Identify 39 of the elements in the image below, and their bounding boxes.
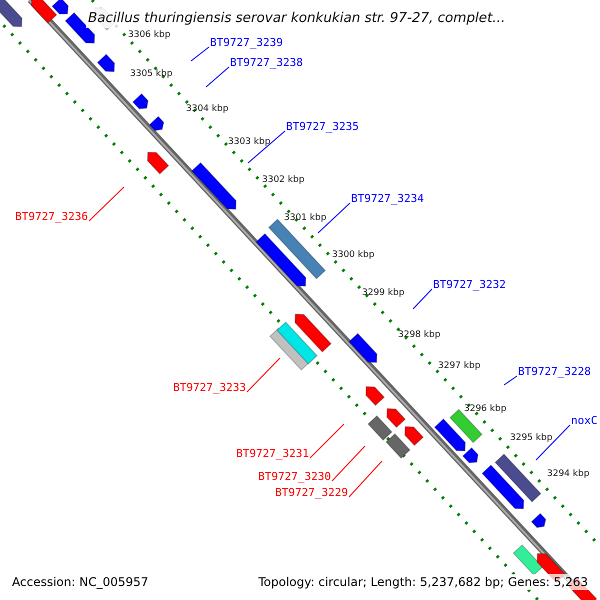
gene-label: BT9727_3236 — [15, 210, 88, 224]
gene-label: BT9727_3235 — [286, 120, 359, 134]
gene-label: noxC — [571, 414, 598, 428]
accession-text: Accession: NC_005957 — [10, 574, 150, 590]
scale-label: 3302 kbp — [262, 174, 304, 186]
leader-line — [88, 186, 124, 222]
scale-label: 3294 kbp — [547, 468, 590, 480]
leader-line — [504, 376, 518, 386]
leader-line — [310, 424, 344, 458]
leader-line — [412, 288, 432, 310]
genome-info-text: Topology: circular; Length: 5,237,682 bp; Genes: 5,263 — [256, 574, 590, 590]
gene-label: BT9727_3238 — [230, 56, 303, 70]
gene-label: BT9727_3232 — [433, 278, 506, 292]
gene-label: BT9727_3229 — [275, 486, 348, 500]
scale-label: 3297 kbp — [438, 360, 480, 372]
leader-line — [246, 358, 280, 392]
gene-label: BT9727_3233 — [173, 381, 246, 395]
gene-label: BT9727_3234 — [351, 192, 424, 206]
leader-line — [206, 66, 230, 88]
leader-line — [190, 46, 210, 62]
leader-line — [536, 424, 570, 460]
leader-line — [348, 460, 382, 498]
scale-label: 3301 kbp — [284, 212, 326, 224]
scale-label: 3295 kbp — [510, 432, 552, 444]
scale-label: 3306 kbp — [128, 29, 170, 41]
leader-line — [318, 202, 350, 234]
gene-label: BT9727_3228 — [518, 365, 591, 379]
gene-label: BT9727_3230 — [258, 470, 331, 484]
scale-label: 3303 kbp — [228, 136, 270, 148]
leader-line — [332, 446, 366, 482]
leader-line — [248, 130, 286, 164]
scale-label: 3299 kbp — [362, 287, 404, 299]
scale-label: 3296 kbp — [464, 403, 506, 415]
scale-label: 3298 kbp — [398, 329, 440, 341]
scale-label: 3305 kbp — [130, 68, 172, 80]
gene-label: BT9727_3239 — [210, 36, 283, 50]
gene-label: BT9727_3231 — [236, 447, 309, 461]
scale-label: 3304 kbp — [186, 103, 228, 115]
scale-label: 3300 kbp — [332, 249, 374, 261]
